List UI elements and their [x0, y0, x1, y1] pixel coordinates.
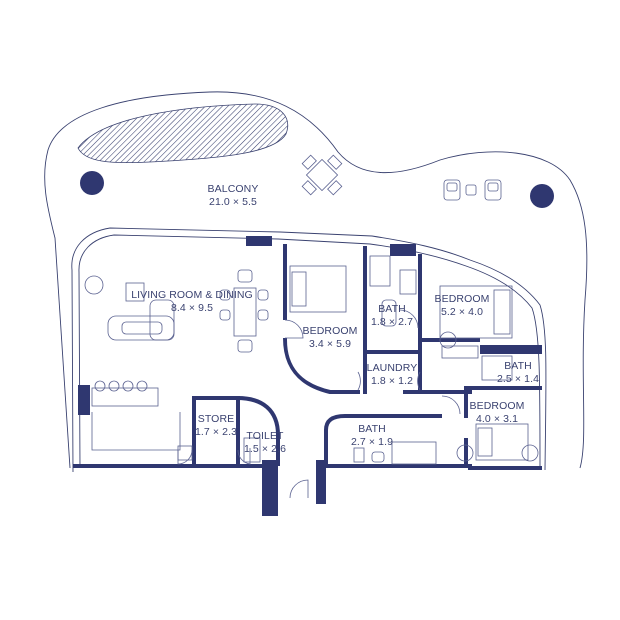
- wall: [235, 395, 280, 466]
- room-dims: 1.8 × 2.7: [371, 316, 413, 328]
- room-name: BATH: [358, 423, 386, 435]
- wall: [262, 460, 278, 516]
- bed-icon: [289, 265, 529, 461]
- room-dims: 21.0 × 5.5: [209, 196, 257, 208]
- sofa-icon: [84, 275, 175, 341]
- room-label-bedroom-2: BEDROOM 5.2 × 4.0: [435, 293, 490, 318]
- room-dims: 8.4 × 9.5: [171, 302, 213, 314]
- room-name: BALCONY: [208, 183, 259, 195]
- room-label-balcony: BALCONY 21.0 × 5.5: [208, 183, 259, 208]
- room-name: LAUNDRY: [367, 362, 418, 374]
- room-label-laundry: LAUNDRY 1.8 × 1.2: [367, 362, 418, 387]
- room-label-bedroom-3: BEDROOM 4.0 × 3.1: [470, 400, 525, 425]
- room-dims: 3.4 × 5.9: [309, 338, 351, 350]
- wall: [78, 385, 90, 415]
- wall: [246, 236, 272, 246]
- wall: [316, 460, 326, 504]
- tree-icon: [439, 331, 539, 462]
- planter-icon: [80, 171, 104, 195]
- lounger-icon: [443, 179, 502, 201]
- wall: [282, 337, 360, 394]
- room-label-living: LIVING ROOM & DINING 8.4 × 9.5: [131, 289, 253, 314]
- room-dims: 5.2 × 4.0: [441, 306, 483, 318]
- room-name: BATH: [378, 303, 406, 315]
- room-label-store: STORE 1.7 × 2.3: [195, 413, 237, 438]
- dining-table-icon: [219, 269, 269, 353]
- wall: [324, 414, 442, 468]
- facade-line-inner: [78, 234, 541, 469]
- room-dims: 1.7 × 2.3: [195, 426, 237, 438]
- planter-icon: [530, 184, 554, 208]
- wall: [390, 244, 416, 256]
- kitchen-island-icon: [91, 380, 193, 461]
- room-dims: 2.7 × 1.9: [351, 436, 393, 448]
- room-name: BEDROOM: [435, 293, 490, 305]
- room-dims: 2.5 × 1.4: [497, 373, 539, 385]
- wall: [480, 345, 542, 354]
- room-label-bath-2: BATH 2.5 × 1.4: [497, 360, 539, 385]
- sanitary-icon: [243, 255, 513, 465]
- room-dims: 1.5 × 2.6: [244, 443, 286, 455]
- room-name: BEDROOM: [303, 325, 358, 337]
- room-name: TOILET: [246, 430, 284, 442]
- room-dims: 4.0 × 3.1: [476, 413, 518, 425]
- facade-line: [71, 227, 547, 473]
- pool-hatch-icon: [77, 103, 288, 164]
- room-label-bath-3: BATH 2.7 × 1.9: [351, 423, 393, 448]
- room-name: LIVING ROOM & DINING: [131, 289, 253, 301]
- room-name: BATH: [504, 360, 532, 372]
- room-label-bedroom-1: BEDROOM 3.4 × 5.9: [303, 325, 358, 350]
- room-name: STORE: [198, 413, 234, 425]
- room-label-bath-1: BATH 1.8 × 2.7: [371, 303, 413, 328]
- room-name: BEDROOM: [470, 400, 525, 412]
- patio-table-icon: [301, 154, 343, 196]
- room-dims: 1.8 × 1.2: [371, 375, 413, 387]
- room-label-toilet: TOILET 1.5 × 2.6: [244, 430, 286, 455]
- balcony-outline: [44, 91, 588, 469]
- door-swing-icon: [177, 309, 461, 499]
